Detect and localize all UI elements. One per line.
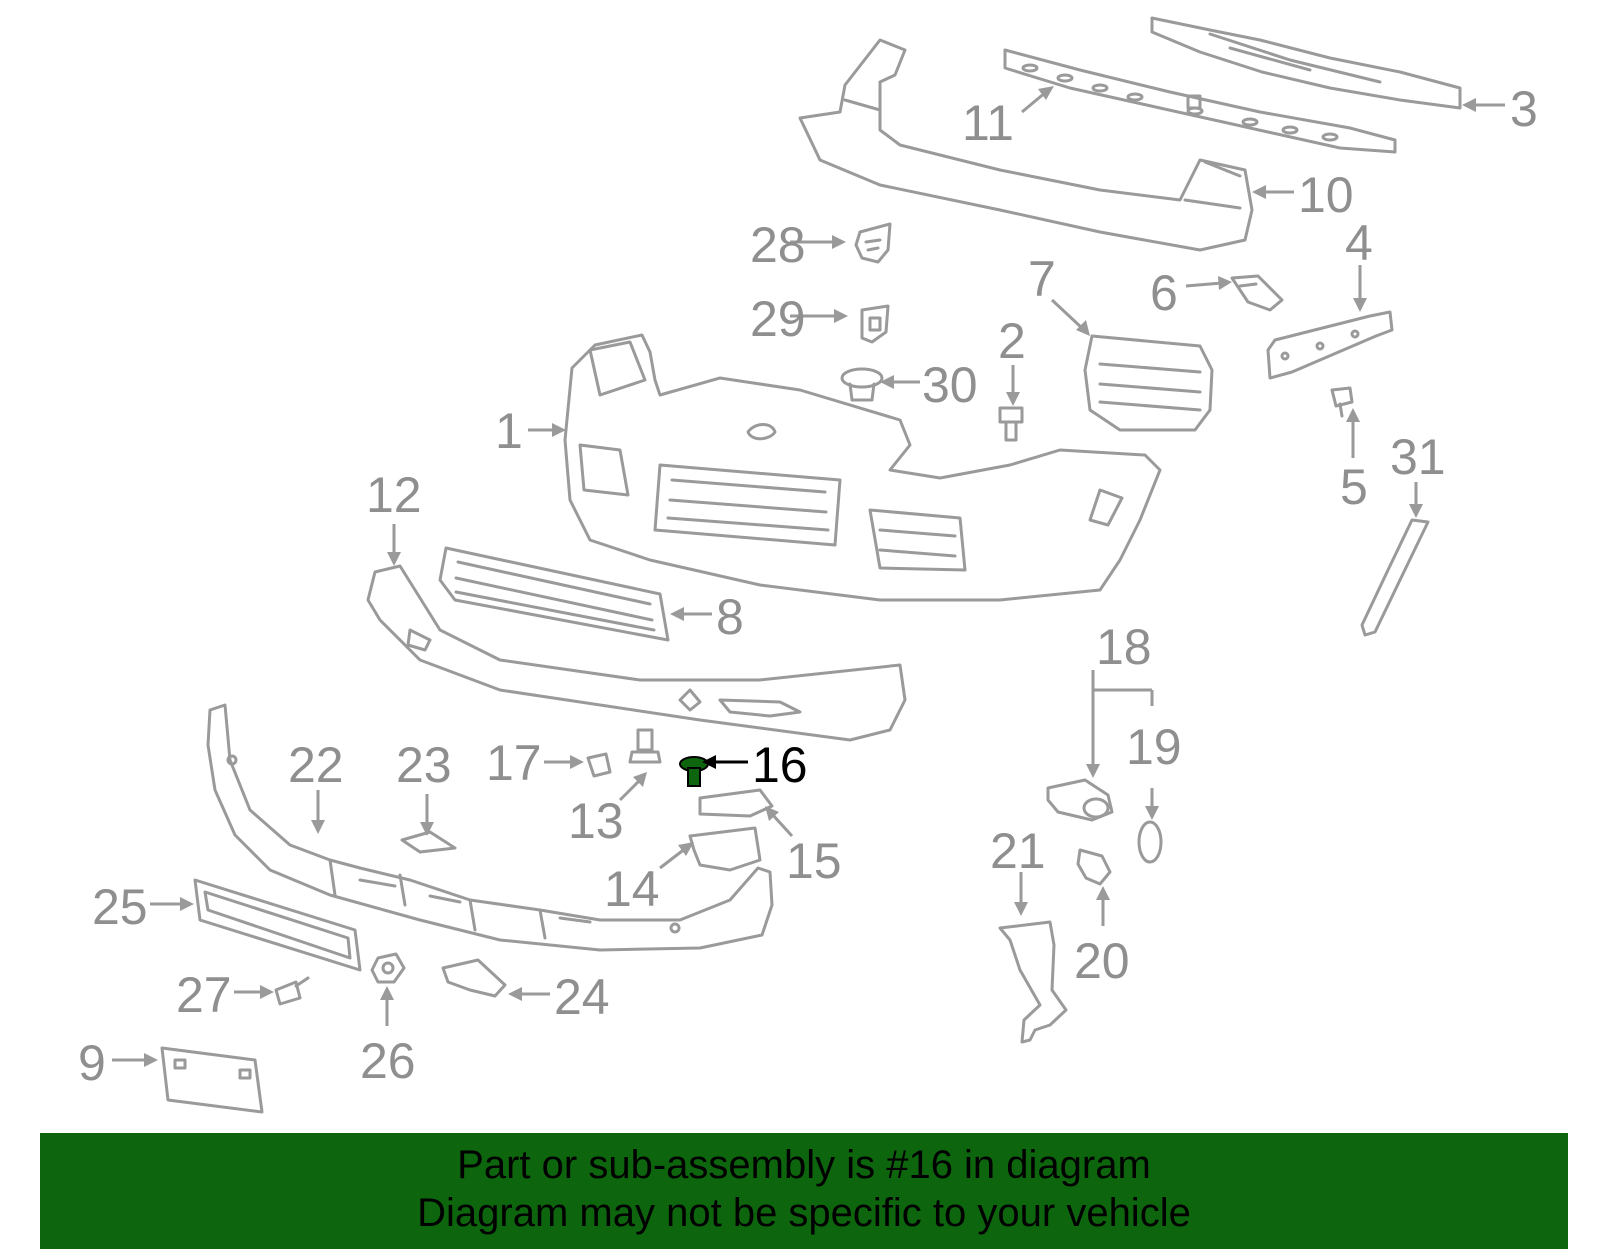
callout-11: 11 bbox=[962, 95, 1014, 151]
callout-7: 7 bbox=[1028, 251, 1056, 307]
part-10-reinforcement-beam bbox=[798, 38, 1254, 252]
part-14-lower-trim bbox=[688, 826, 762, 872]
callout-5: 5 bbox=[1340, 459, 1368, 515]
info-banner: Part or sub-assembly is #16 in diagram D… bbox=[40, 1133, 1568, 1249]
callout-14: 14 bbox=[604, 861, 660, 917]
part-8-lower-grille bbox=[438, 546, 670, 642]
part-2-screw bbox=[998, 406, 1024, 442]
part-22-lower-carrier bbox=[206, 703, 774, 952]
part-18-sensor bbox=[1046, 778, 1114, 822]
callout-24: 24 bbox=[554, 969, 610, 1025]
part-1-bumper-cover bbox=[563, 333, 1162, 602]
callout-13: 13 bbox=[568, 793, 624, 849]
part-29-grommet bbox=[860, 304, 890, 344]
callout-27: 27 bbox=[176, 967, 232, 1023]
callout-16: 16 bbox=[752, 737, 808, 793]
part-16-screw-highlighted bbox=[679, 756, 709, 787]
callout-28: 28 bbox=[750, 217, 806, 273]
part-28-badge bbox=[854, 222, 892, 264]
part-4-mounting-bracket bbox=[1266, 310, 1394, 380]
callout-17: 17 bbox=[486, 735, 542, 791]
part-3-upper-trim bbox=[1150, 16, 1462, 110]
banner-line-part: Part or sub-assembly is #16 in diagram bbox=[457, 1143, 1151, 1187]
part-20-sensor-bracket bbox=[1076, 848, 1112, 886]
callout-6: 6 bbox=[1150, 265, 1178, 321]
leaders bbox=[112, 86, 1505, 1067]
callout-12: 12 bbox=[366, 467, 422, 523]
callout-26: 26 bbox=[360, 1033, 416, 1089]
callout-21: 21 bbox=[990, 823, 1046, 879]
part-5-screw bbox=[1330, 386, 1354, 418]
part-25-plate-frame bbox=[193, 878, 362, 972]
callout-2: 2 bbox=[998, 313, 1026, 369]
part-30-push-clip bbox=[840, 367, 884, 402]
callout-25: 25 bbox=[92, 879, 148, 935]
part-13-stud bbox=[628, 728, 662, 764]
callout-4: 4 bbox=[1345, 215, 1373, 271]
part-23-bracket bbox=[400, 830, 457, 854]
callout-29: 29 bbox=[750, 291, 806, 347]
part-9-plate-bracket bbox=[160, 1046, 264, 1114]
callout-18: 18 bbox=[1096, 619, 1152, 675]
part-12-lower-spoiler bbox=[366, 564, 907, 742]
callout-23: 23 bbox=[396, 737, 452, 793]
callout-19: 19 bbox=[1126, 719, 1182, 775]
callout-3: 3 bbox=[1510, 81, 1538, 137]
callout-31: 31 bbox=[1390, 429, 1446, 485]
callout-10: 10 bbox=[1298, 167, 1354, 223]
callout-22: 22 bbox=[288, 737, 344, 793]
callout-9: 9 bbox=[78, 1035, 106, 1091]
part-31-side-molding bbox=[1360, 518, 1430, 637]
part-19-sensor-ring bbox=[1137, 820, 1163, 864]
callout-30: 30 bbox=[922, 357, 978, 413]
callout-20: 20 bbox=[1074, 933, 1130, 989]
callout-1: 1 bbox=[495, 403, 523, 459]
part-21-bracket bbox=[998, 920, 1068, 1044]
part-15-trim bbox=[698, 788, 774, 818]
callout-labels: 1 2 3 4 5 6 7 8 9 10 11 12 13 14 15 16 1… bbox=[78, 81, 1538, 1091]
part-24-bracket bbox=[441, 958, 507, 998]
callout-15: 15 bbox=[786, 833, 842, 889]
part-7-side-grille bbox=[1083, 334, 1214, 432]
part-17-clip bbox=[586, 752, 612, 778]
part-26-nut bbox=[370, 952, 406, 984]
part-6-bracket bbox=[1230, 274, 1284, 312]
part-27-bolt bbox=[274, 976, 310, 1006]
part-11-slotted-strip bbox=[1003, 48, 1397, 154]
banner-line-disclaimer: Diagram may not be specific to your vehi… bbox=[417, 1191, 1191, 1235]
callout-8: 8 bbox=[716, 589, 744, 645]
